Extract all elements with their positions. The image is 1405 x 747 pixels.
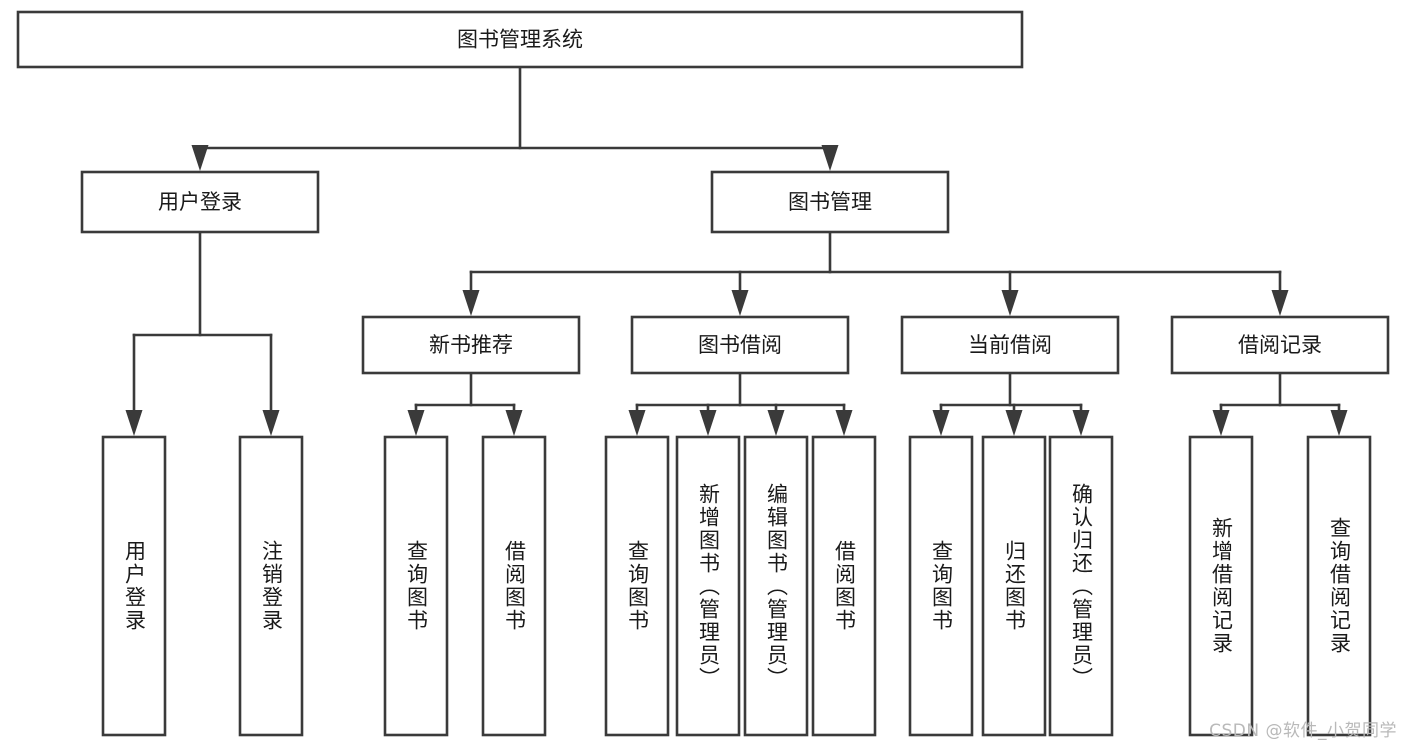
- arrow-head-icon: [1271, 290, 1289, 316]
- arrow-head-icon: [932, 410, 950, 436]
- node-box-book-borrow[interactable]: [630, 315, 850, 375]
- node-box-leaf-add-book[interactable]: [675, 435, 741, 737]
- connectors-layer: [125, 65, 1348, 436]
- arrow-head-icon: [505, 410, 523, 436]
- arrow-head-icon: [628, 410, 646, 436]
- arrow-head-icon: [407, 410, 425, 436]
- boxes-layer: [16, 10, 1390, 737]
- node-box-leaf-query-record[interactable]: [1306, 435, 1372, 737]
- arrow-head-icon: [1330, 410, 1348, 436]
- connector-root-to-level2: [191, 65, 839, 171]
- node-box-borrow-record[interactable]: [1170, 315, 1390, 375]
- arrow-head-icon: [1072, 410, 1090, 436]
- arrow-head-icon: [462, 290, 480, 316]
- connector-user-login-to-leaves: [125, 230, 280, 436]
- node-box-current-borrow[interactable]: [900, 315, 1120, 375]
- node-box-leaf-query-book-3[interactable]: [908, 435, 974, 737]
- node-box-leaf-borrow-book-1[interactable]: [481, 435, 547, 737]
- arrow-head-icon: [1005, 410, 1023, 436]
- arrow-head-icon: [262, 410, 280, 436]
- node-box-new-book-recommend[interactable]: [361, 315, 581, 375]
- node-label-book-manage: 图书管理: [788, 190, 872, 214]
- watermark-text: CSDN @软件_小贺同学: [1209, 721, 1397, 741]
- node-label-book-borrow: 图书借阅: [698, 333, 782, 357]
- arrow-head-icon: [1212, 410, 1230, 436]
- node-label-user-login: 用户登录: [158, 190, 242, 214]
- node-box-leaf-borrow-book-2[interactable]: [811, 435, 877, 737]
- node-box-leaf-query-book-2[interactable]: [604, 435, 670, 737]
- node-box-leaf-add-record[interactable]: [1188, 435, 1254, 737]
- node-label-new-book-recommend: 新书推荐: [429, 333, 513, 357]
- node-box-leaf-user-login[interactable]: [101, 435, 167, 737]
- node-label-current-borrow: 当前借阅: [968, 333, 1052, 357]
- connector-record-to-leaves: [1212, 371, 1348, 436]
- node-label-root: 图书管理系统: [457, 28, 583, 52]
- connector-book-manage-to-level3: [462, 230, 1289, 316]
- arrow-head-icon: [835, 410, 853, 436]
- node-box-leaf-query-book-1[interactable]: [383, 435, 449, 737]
- connector-current-to-leaves: [932, 371, 1090, 436]
- arrow-head-icon: [821, 145, 839, 171]
- node-box-book-manage[interactable]: [710, 170, 950, 234]
- arrow-head-icon: [699, 410, 717, 436]
- arrow-head-icon: [767, 410, 785, 436]
- arrow-head-icon: [191, 145, 209, 171]
- node-box-user-login[interactable]: [80, 170, 320, 234]
- connector-borrow-to-leaves: [628, 371, 853, 436]
- node-box-leaf-logout[interactable]: [238, 435, 304, 737]
- node-box-leaf-return-book[interactable]: [981, 435, 1047, 737]
- node-box-leaf-confirm-return[interactable]: [1048, 435, 1114, 737]
- node-box-root[interactable]: [16, 10, 1024, 69]
- arrow-head-icon: [1001, 290, 1019, 316]
- arrow-head-icon: [125, 410, 143, 436]
- connector-recommend-to-leaves: [407, 371, 523, 436]
- node-box-leaf-edit-book[interactable]: [743, 435, 809, 737]
- node-label-borrow-record: 借阅记录: [1238, 333, 1322, 357]
- arrow-head-icon: [731, 290, 749, 316]
